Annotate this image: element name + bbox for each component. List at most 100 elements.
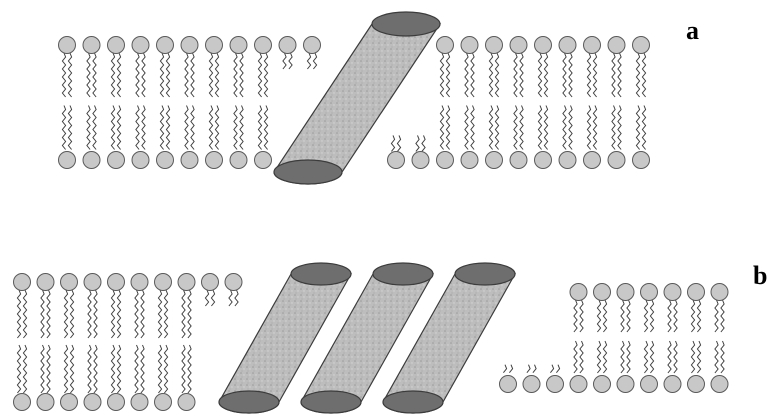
- lipid: [14, 345, 31, 411]
- lipid-head: [535, 37, 552, 54]
- lipid-tail: [142, 53, 145, 97]
- lipid: [61, 345, 78, 411]
- lipid-tail: [416, 135, 419, 151]
- lipid-tail: [205, 290, 208, 306]
- lipid: [559, 37, 576, 98]
- lipid-tail: [446, 53, 449, 97]
- lipid-tail: [258, 106, 261, 150]
- lipid-tail: [465, 53, 468, 97]
- lipid-tail: [240, 53, 243, 97]
- lipid: [206, 106, 223, 169]
- lipid: [412, 135, 429, 168]
- lipid: [108, 37, 125, 98]
- lipid-tail: [289, 53, 292, 69]
- cylinder-top-end: [291, 263, 351, 285]
- lipid-tail: [574, 300, 577, 332]
- lipid-tail: [117, 345, 120, 393]
- lipid-tail: [569, 53, 572, 97]
- lipid-tail: [264, 106, 267, 150]
- lipid-head: [230, 152, 247, 169]
- lipid-tail: [520, 106, 523, 150]
- lipid-tail: [527, 365, 530, 373]
- lipid-tail: [446, 106, 449, 150]
- lipid-head: [461, 37, 478, 54]
- lipid-tail: [642, 53, 645, 97]
- cylinder-top-end: [373, 263, 433, 285]
- lipid-head: [37, 394, 54, 411]
- lipid-head: [230, 37, 247, 54]
- cylinder-top-end: [372, 12, 440, 36]
- lipid-tail: [215, 53, 218, 97]
- lipid-head: [157, 152, 174, 169]
- lipid-tail: [644, 341, 647, 373]
- lipid-tail: [209, 106, 212, 150]
- lipid-tail: [23, 345, 26, 393]
- cylinder-bottom-end: [219, 391, 279, 413]
- lipid-tail: [514, 53, 517, 97]
- lipid-tail: [440, 106, 443, 150]
- lipid-tail: [597, 300, 600, 332]
- lipid-head: [486, 152, 503, 169]
- lipid-head: [594, 284, 611, 301]
- lipid: [155, 274, 172, 339]
- lipid-tail: [70, 345, 73, 393]
- lipid-head: [486, 37, 503, 54]
- lipid-head: [61, 274, 78, 291]
- lipid-head: [83, 152, 100, 169]
- lipid-tail: [185, 53, 188, 97]
- lipid-tail: [391, 135, 394, 151]
- lipid: [255, 106, 272, 169]
- lipid-tail: [580, 300, 583, 332]
- lipid-head: [37, 274, 54, 291]
- lipid: [230, 37, 247, 98]
- lipid: [132, 37, 149, 98]
- lipid-tail: [621, 300, 624, 332]
- lipid-tail: [618, 53, 621, 97]
- lipid-head: [157, 37, 174, 54]
- lipid-tail: [68, 106, 71, 150]
- lipid-tail: [215, 106, 218, 150]
- lipid-head: [255, 152, 272, 169]
- lipid-head: [388, 152, 405, 169]
- lipid-tail: [520, 53, 523, 97]
- lipid-tail: [563, 106, 566, 150]
- lipid-tail: [117, 53, 120, 97]
- lipid-tail: [668, 341, 671, 373]
- lipid-head: [84, 394, 101, 411]
- lipid: [535, 37, 552, 98]
- lipid-tail: [158, 290, 161, 338]
- lipid-tail: [88, 345, 91, 393]
- lipid-tail: [691, 300, 694, 332]
- lipid-head: [547, 376, 564, 393]
- panel-a: [59, 12, 650, 184]
- lipid-head: [664, 284, 681, 301]
- lipid-tail: [87, 106, 90, 150]
- lipid: [608, 37, 625, 98]
- lipid: [206, 37, 223, 98]
- lipid: [178, 274, 195, 339]
- lipid-tail: [68, 53, 71, 97]
- lipid-head: [617, 284, 634, 301]
- lipid-tail: [397, 135, 400, 151]
- lipid-tail: [158, 345, 161, 393]
- lipid-head: [108, 37, 125, 54]
- lipid: [388, 135, 405, 168]
- lipid-tail: [574, 341, 577, 373]
- lipid-tail: [544, 53, 547, 97]
- lipid-tail: [111, 290, 114, 338]
- lipid: [178, 345, 195, 411]
- lipid-tail: [593, 53, 596, 97]
- lipid: [461, 106, 478, 169]
- lipid: [559, 106, 576, 169]
- lipid-head: [437, 37, 454, 54]
- lipid-tail: [264, 53, 267, 97]
- lipid-tail: [422, 135, 425, 151]
- lipid-tail: [465, 106, 468, 150]
- lipid: [584, 37, 601, 98]
- lipid-head: [206, 37, 223, 54]
- lipid: [617, 284, 634, 333]
- lipid: [570, 284, 587, 333]
- lipid-tail: [141, 290, 144, 338]
- lipid-head: [711, 284, 728, 301]
- lipid-tail: [234, 53, 237, 97]
